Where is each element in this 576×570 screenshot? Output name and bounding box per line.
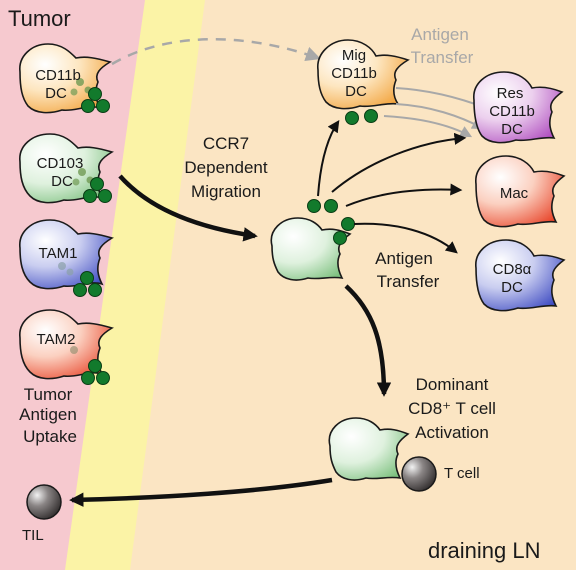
ln-macrophage: Mac <box>475 155 566 228</box>
tam2-label: TAM2 <box>37 331 76 348</box>
til-label: TIL <box>22 527 44 544</box>
cd11b-dc-line2: DC <box>45 85 67 102</box>
t-cell-label: T cell <box>444 465 480 482</box>
ln-migratory-cd103-dc <box>270 217 352 281</box>
til-arrow <box>69 477 333 507</box>
migration-arrow <box>118 174 258 242</box>
ln-activating-dc <box>328 417 410 481</box>
lymph-node-label: draining LN <box>428 538 541 563</box>
activation-arrow <box>344 284 392 397</box>
cd103-dc-line1: CD103 <box>37 155 84 172</box>
antigen-transfer-arrows <box>317 120 467 254</box>
t-cell <box>401 456 437 492</box>
tam1-label: TAM1 <box>39 245 78 262</box>
svg-text:Mac: Mac <box>500 185 529 202</box>
cd11b-dc-line1: CD11b <box>35 67 81 84</box>
migratory-dc-antigen <box>307 199 355 245</box>
cd103-dc-line2: DC <box>51 173 73 190</box>
dashed-transfer-arrow <box>111 38 321 66</box>
tumor-region-label: Tumor <box>8 6 71 31</box>
til-cell <box>26 484 62 520</box>
tumor-antigen-clusters <box>73 87 112 385</box>
mig-dc-antigen <box>345 109 378 125</box>
tumor-tam2: TAM2 <box>19 309 114 380</box>
